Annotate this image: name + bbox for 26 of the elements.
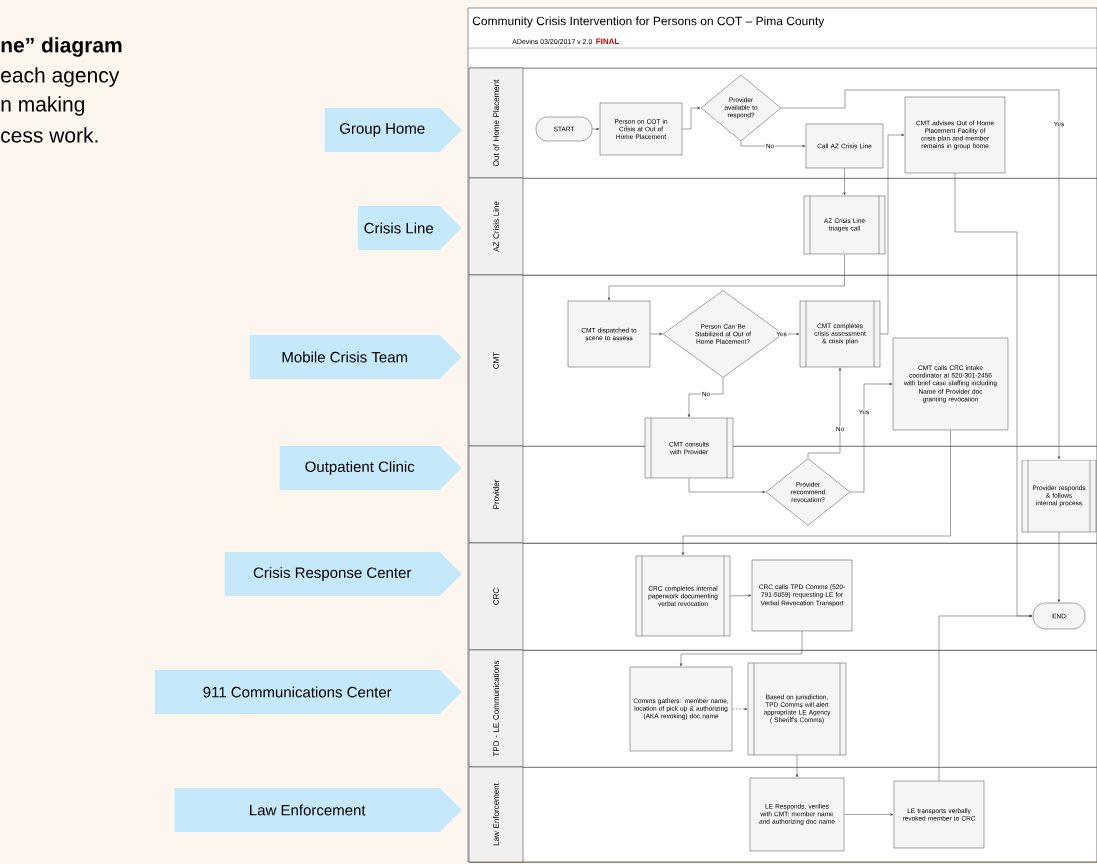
diagram-title: Community Crisis Intervention for Persons on COT – Pima County <box>472 16 825 28</box>
connector-arrow <box>740 141 806 148</box>
connector-arrow <box>592 127 600 131</box>
note-text: ne” diagram <box>1 37 122 57</box>
connector-arrow <box>688 478 766 494</box>
connector-arrow <box>1057 532 1061 603</box>
connector-arrow <box>682 106 701 130</box>
connector-arrow <box>732 707 748 711</box>
connector-arrow <box>687 377 724 418</box>
note-text: n making <box>1 96 85 116</box>
connector-arrow <box>807 367 842 459</box>
note-text: each agency <box>1 67 120 87</box>
connector-arrow <box>781 89 1061 460</box>
connector-arrow <box>681 430 951 556</box>
connector-arrow <box>607 254 845 301</box>
connector-arrow <box>730 594 752 597</box>
connector-arrow <box>850 382 893 493</box>
connector-arrow <box>844 813 894 816</box>
connector-arrow <box>843 168 846 196</box>
connector-arrow <box>938 614 1033 781</box>
status-text: FINAL <box>596 38 620 44</box>
connector-arrow <box>795 755 799 778</box>
connector-arrow <box>679 631 803 667</box>
connector-arrow <box>880 133 905 335</box>
note-text: cess work. <box>1 127 98 143</box>
connector-arrow <box>650 332 663 336</box>
